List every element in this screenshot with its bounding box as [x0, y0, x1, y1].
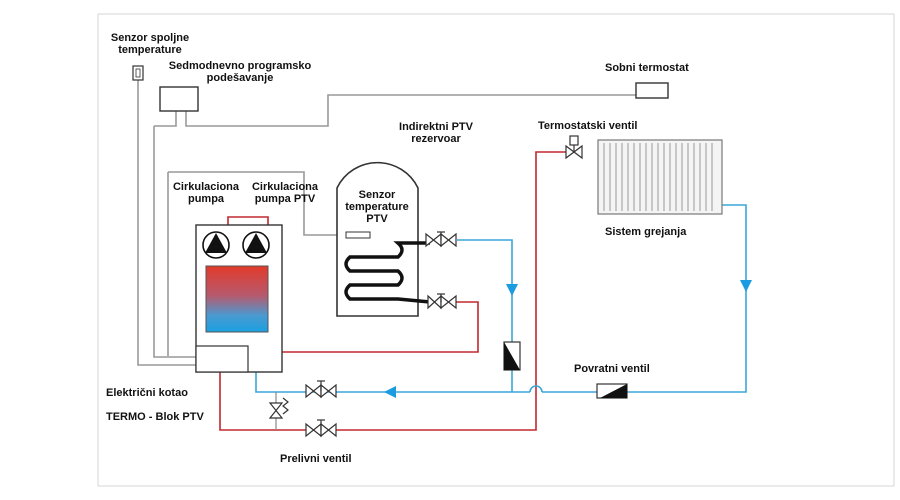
- label-tank-sensor-line1: Senzor: [358, 189, 396, 201]
- label-circ-pump: Cirkulaciona pumpa: [168, 181, 244, 205]
- label-circ-pump-line2: pumpa: [187, 193, 225, 205]
- tank-coil: [344, 241, 431, 304]
- return-line-valve: [305, 419, 337, 438]
- label-room-thermostat: Sobni termostat: [605, 62, 689, 74]
- label-weekly-programming-line2: podešavanje: [206, 72, 274, 84]
- dhw-tank: [336, 161, 419, 317]
- return-valve: [596, 383, 628, 399]
- label-heating-system: Sistem grejanja: [605, 226, 687, 238]
- room-thermostat: [635, 82, 669, 99]
- heat-exchanger: [205, 265, 269, 333]
- label-tank-sensor-line2: temperature: [345, 201, 409, 213]
- radiator: [597, 139, 723, 215]
- control-box: [195, 345, 249, 373]
- tank-valve-upper: [425, 231, 457, 248]
- label-outdoor-sensor: Senzor spoljne temperature: [107, 32, 193, 56]
- thermostatic-valve: [565, 135, 583, 160]
- label-circ-pump-dhw-line1: Cirkulaciona: [251, 181, 319, 193]
- label-tank-sensor: Senzor temperature PTV: [337, 189, 417, 225]
- label-outdoor-sensor-line1: Senzor spoljne: [110, 32, 190, 44]
- check-valve-vertical: [503, 341, 521, 371]
- label-indirect-tank-line2: rezervoar: [411, 133, 461, 145]
- overflow-valve: [268, 397, 289, 419]
- label-weekly-programming: Sedmodnevno programsko podešavanje: [155, 60, 325, 84]
- label-circ-pump-line1: Cirkulaciona: [172, 181, 240, 193]
- label-indirect-tank: Indirektni PTV rezervoar: [386, 121, 486, 145]
- label-termo-blok: TERMO - Blok PTV: [106, 411, 204, 423]
- label-outdoor-sensor-line2: temperature: [118, 44, 182, 56]
- flow-arrow-heating-down: [740, 280, 752, 292]
- label-electric-boiler: Električni kotao: [106, 387, 188, 399]
- tank-valve-lower: [427, 293, 457, 310]
- weekly-programmer: [159, 86, 199, 112]
- outdoor-sensor: [132, 65, 144, 81]
- label-tank-sensor-line3: PTV: [366, 213, 388, 225]
- tank-sensor: [345, 231, 371, 239]
- label-indirect-tank-line1: Indirektni PTV: [399, 121, 473, 133]
- circulation-pump-dhw: [242, 231, 270, 259]
- label-circ-pump-dhw: Cirkulaciona pumpa PTV: [245, 181, 325, 205]
- pipe-crossover: [529, 385, 543, 393]
- control-wires: [137, 80, 636, 366]
- outer-frame: [97, 13, 895, 487]
- flow-arrow-left: [384, 386, 396, 398]
- label-thermostatic-valve: Termostatski ventil: [538, 120, 638, 132]
- radiator-fins: [603, 143, 713, 211]
- label-return-valve: Povratni ventil: [574, 363, 650, 375]
- label-circ-pump-dhw-line2: pumpa PTV: [254, 193, 316, 205]
- supply-valve: [305, 380, 337, 399]
- label-overflow-valve: Prelivni ventil: [280, 453, 352, 465]
- circulation-pump: [202, 231, 230, 259]
- flow-arrow-dhw-down: [506, 284, 518, 296]
- label-weekly-programming-line1: Sedmodnevno programsko: [168, 60, 312, 72]
